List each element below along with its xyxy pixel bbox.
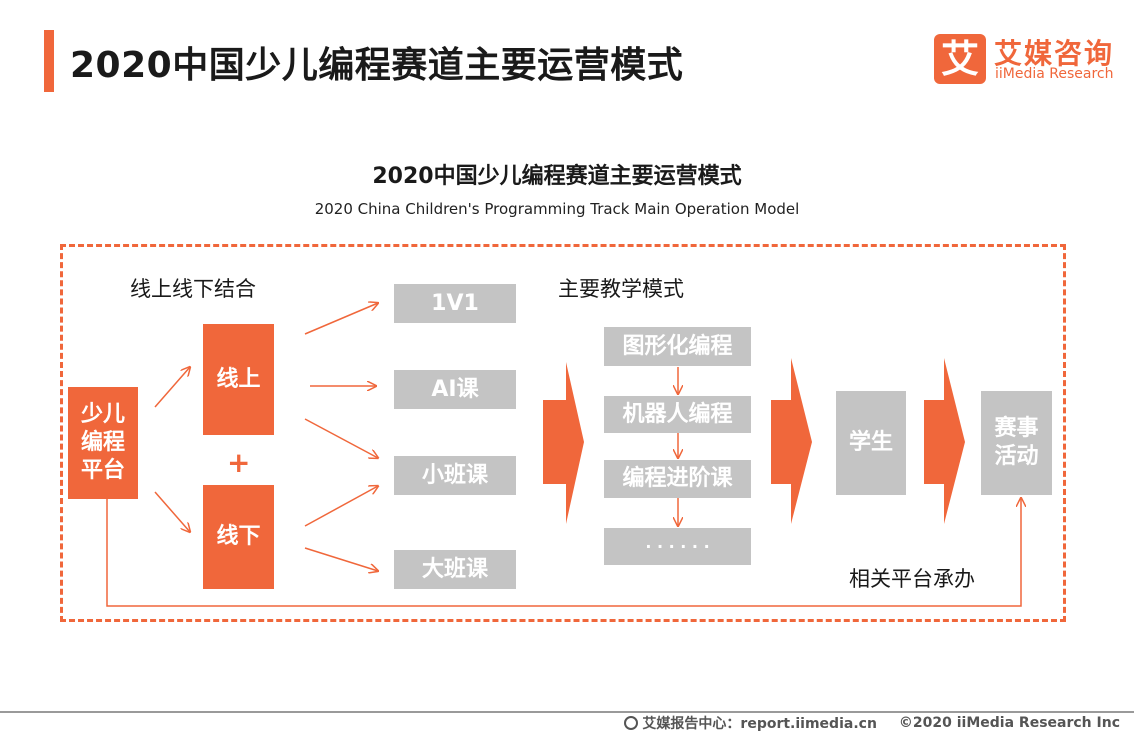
- online-box: 线上: [203, 324, 274, 435]
- teaching-more-box: · · · · · ·: [604, 528, 751, 565]
- teaching-advanced-box: 编程进阶课: [604, 460, 751, 498]
- offline-box: 线下: [203, 485, 274, 589]
- logo-english-name: iiMedia Research: [995, 66, 1114, 82]
- competition-box: 赛事 活动: [981, 391, 1052, 495]
- teaching-graphic-box: 图形化编程: [604, 327, 751, 366]
- platform-line-2: 编程: [80, 430, 125, 455]
- globe-icon: [624, 716, 639, 730]
- footer-source: 艾媒报告中心：report.iimedia.cn: [642, 716, 877, 732]
- footer-copyright: ©2020 iiMedia Research Inc: [898, 715, 1120, 731]
- kids-coding-platform-box: 少儿 编程 平台: [68, 387, 138, 499]
- plus-icon: +: [227, 446, 251, 479]
- diagram-subtitle: 2020 China Children's Programming Track …: [314, 200, 800, 218]
- course-small-class-box: 小班课: [394, 456, 516, 495]
- teaching-mode-label: 主要教学模式: [558, 277, 684, 301]
- platform-line-3: 平台: [80, 458, 125, 483]
- diagram-title: 2020中国少儿编程赛道主要运营模式: [372, 164, 742, 189]
- page-title: 2020中国少儿编程赛道主要运营模式: [70, 45, 684, 86]
- diagram-frame: [60, 244, 1066, 622]
- logo-chinese-name: 艾媒咨询: [994, 37, 1115, 70]
- teaching-robot-box: 机器人编程: [604, 396, 751, 433]
- platform-host-label: 相关平台承办: [849, 567, 975, 591]
- header-accent-bar: [44, 30, 54, 92]
- online-offline-label: 线上线下结合: [130, 277, 256, 301]
- student-box: 学生: [836, 391, 906, 495]
- course-1v1-box: 1V1: [394, 284, 516, 323]
- competition-line-2: 活动: [994, 444, 1039, 469]
- iimedia-logo-icon: 艾: [934, 34, 986, 84]
- competition-line-1: 赛事: [994, 416, 1039, 441]
- course-large-class-box: 大班课: [394, 550, 516, 589]
- course-ai-box: AI课: [394, 370, 516, 409]
- footer-divider: [0, 711, 1134, 713]
- platform-line-1: 少儿: [80, 402, 125, 427]
- footer: 艾媒报告中心：report.iimedia.cn ©2020 iiMedia R…: [624, 713, 1120, 733]
